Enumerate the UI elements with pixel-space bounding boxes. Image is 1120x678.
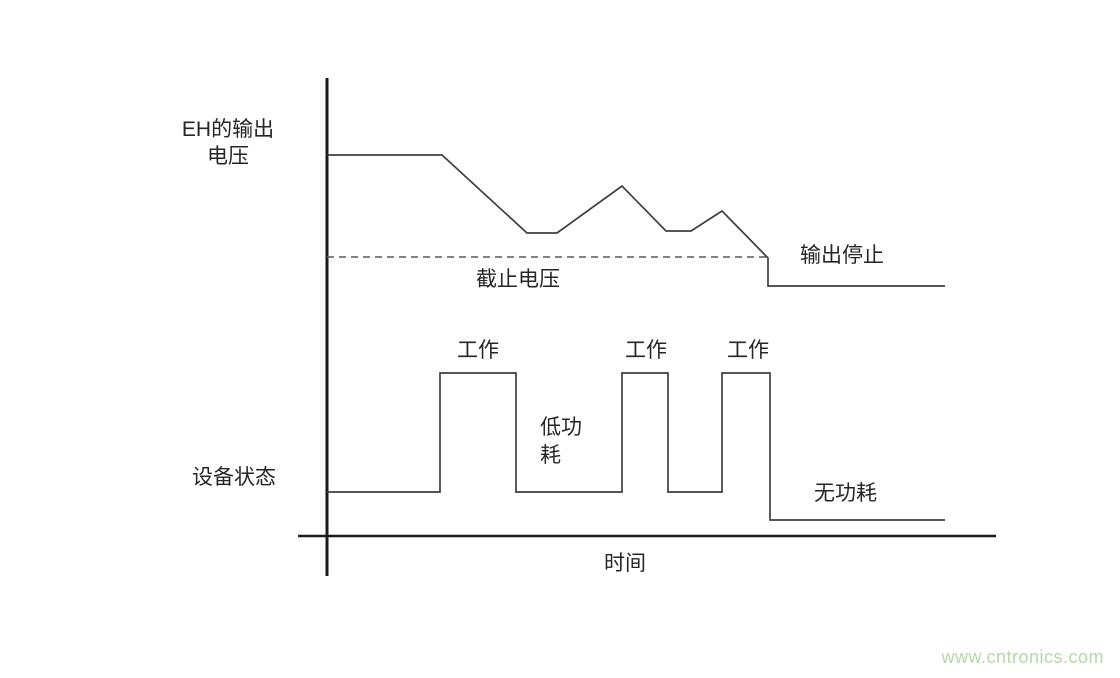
voltage-waveform: [327, 154, 945, 287]
watermark-text: www.cntronics.com: [941, 647, 1104, 667]
work-label-2: 工作: [625, 339, 667, 362]
work-label-3: 工作: [727, 339, 769, 362]
cutoff-voltage-label: 截止电压: [476, 268, 560, 291]
low-power-label: 低功耗: [540, 416, 582, 468]
device-state-label: 设备状态: [192, 466, 276, 489]
output-stop-label: 输出停止: [800, 244, 884, 267]
work-label-1: 工作: [457, 339, 499, 362]
device-state-waveform: [327, 372, 945, 521]
time-axis-label: 时间: [604, 552, 646, 575]
no-power-label: 无功耗: [814, 482, 877, 505]
y-axis-top-label: EH的输出 电压: [181, 118, 275, 169]
